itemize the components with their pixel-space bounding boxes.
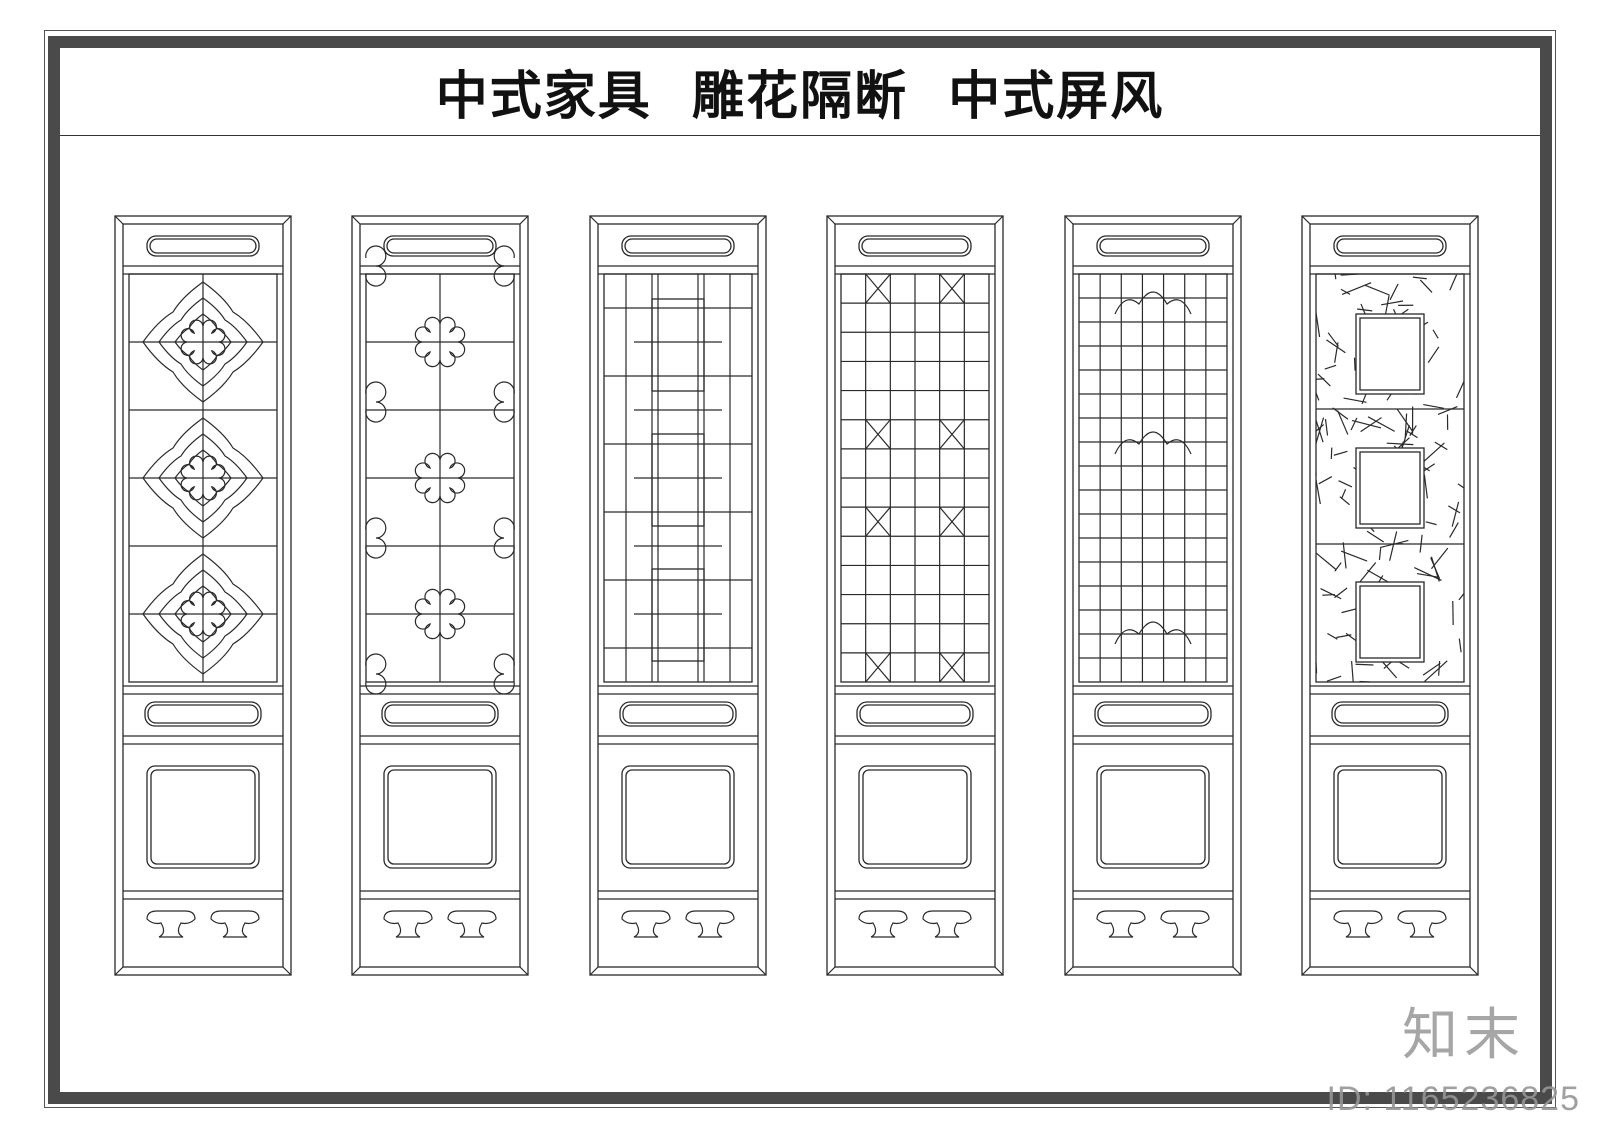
cloud-ring bbox=[158, 433, 248, 523]
foot-ornament bbox=[210, 910, 260, 938]
cloud-ring bbox=[174, 313, 232, 371]
middle-slot bbox=[381, 701, 499, 727]
quatrefoil-motif bbox=[180, 319, 226, 365]
cloud-ring bbox=[158, 297, 248, 387]
panel-outer-frame bbox=[826, 215, 1004, 976]
side-half-lobe bbox=[365, 517, 387, 559]
panel-outer-frame bbox=[351, 215, 529, 976]
quatrefoil-motif bbox=[414, 452, 466, 504]
lower-panel bbox=[621, 765, 735, 869]
title-bar: 中式家具 雕花隔断 中式屏风 bbox=[60, 48, 1540, 136]
panel-outer-frame bbox=[1301, 215, 1479, 976]
panel-inner-frame bbox=[122, 223, 284, 968]
middle-slot bbox=[1094, 701, 1212, 727]
foot-ornament bbox=[383, 910, 433, 938]
fret-block bbox=[651, 298, 705, 392]
crack-window bbox=[1355, 447, 1425, 529]
header-slot bbox=[383, 235, 497, 257]
middle-slot bbox=[856, 701, 974, 727]
cloud-ring bbox=[142, 553, 264, 675]
cloud-ring bbox=[158, 569, 248, 659]
panel-outer-frame bbox=[589, 215, 767, 976]
screen-panel-4 bbox=[826, 215, 1004, 976]
header-slot bbox=[621, 235, 735, 257]
foot-ornament bbox=[1160, 910, 1210, 938]
foot-ornament bbox=[1397, 910, 1447, 938]
cloud-corner bbox=[1114, 621, 1192, 645]
screen-panel-5 bbox=[1064, 215, 1242, 976]
fret-block bbox=[651, 433, 705, 527]
quatrefoil-motif bbox=[414, 588, 466, 640]
crack-window bbox=[1355, 313, 1425, 395]
cloud-ring bbox=[142, 281, 264, 403]
cloud-ring bbox=[174, 585, 232, 643]
header-slot bbox=[146, 235, 260, 257]
lower-panel bbox=[1333, 765, 1447, 869]
foot-ornament bbox=[685, 910, 735, 938]
cloud-ring bbox=[142, 417, 264, 539]
header-slot bbox=[858, 235, 972, 257]
header-slot bbox=[1096, 235, 1210, 257]
screen-panel-1 bbox=[114, 215, 292, 976]
sheet-title: 中式家具 雕花隔断 中式屏风 bbox=[435, 67, 1165, 127]
lower-panel bbox=[1096, 765, 1210, 869]
side-half-lobe bbox=[365, 381, 387, 423]
panel-outer-frame bbox=[114, 215, 292, 976]
crack-window bbox=[1355, 581, 1425, 663]
panel-outer-frame bbox=[1064, 215, 1242, 976]
side-half-lobe bbox=[493, 517, 515, 559]
watermark-id: ID: 1165236825 bbox=[1326, 1080, 1580, 1118]
screen-panel-6 bbox=[1301, 215, 1479, 976]
screen-panel-3 bbox=[589, 215, 767, 976]
middle-slot bbox=[1331, 701, 1449, 727]
watermark-logo: 知末 bbox=[1402, 1003, 1526, 1068]
side-half-lobe bbox=[365, 245, 387, 287]
cloud-corner bbox=[1114, 291, 1192, 315]
quatrefoil-motif bbox=[180, 455, 226, 501]
foot-ornament bbox=[1096, 910, 1146, 938]
foot-ornament bbox=[922, 910, 972, 938]
sheet-frame bbox=[48, 36, 1552, 1104]
screen-panel-2 bbox=[351, 215, 529, 976]
side-half-lobe bbox=[493, 653, 515, 695]
panel-inner-frame bbox=[359, 223, 521, 968]
lower-panel bbox=[383, 765, 497, 869]
lattice-area bbox=[1078, 273, 1228, 683]
middle-slot bbox=[144, 701, 262, 727]
lower-panel bbox=[858, 765, 972, 869]
side-half-lobe bbox=[493, 245, 515, 287]
quatrefoil-motif bbox=[414, 316, 466, 368]
panel-inner-frame bbox=[834, 223, 996, 968]
middle-slot bbox=[619, 701, 737, 727]
lattice-area bbox=[603, 273, 753, 683]
lower-panel bbox=[146, 765, 260, 869]
cloud-ring bbox=[174, 449, 232, 507]
foot-ornament bbox=[621, 910, 671, 938]
foot-ornament bbox=[1333, 910, 1383, 938]
foot-ornament bbox=[146, 910, 196, 938]
panel-inner-frame bbox=[1309, 223, 1471, 968]
foot-ornament bbox=[447, 910, 497, 938]
panel-inner-frame bbox=[597, 223, 759, 968]
panel-inner-frame bbox=[1072, 223, 1234, 968]
fret-block bbox=[651, 568, 705, 662]
side-half-lobe bbox=[493, 381, 515, 423]
lattice-area bbox=[1315, 273, 1465, 683]
quatrefoil-motif bbox=[180, 591, 226, 637]
side-half-lobe bbox=[365, 653, 387, 695]
cloud-corner bbox=[1114, 431, 1192, 455]
foot-ornament bbox=[858, 910, 908, 938]
header-slot bbox=[1333, 235, 1447, 257]
